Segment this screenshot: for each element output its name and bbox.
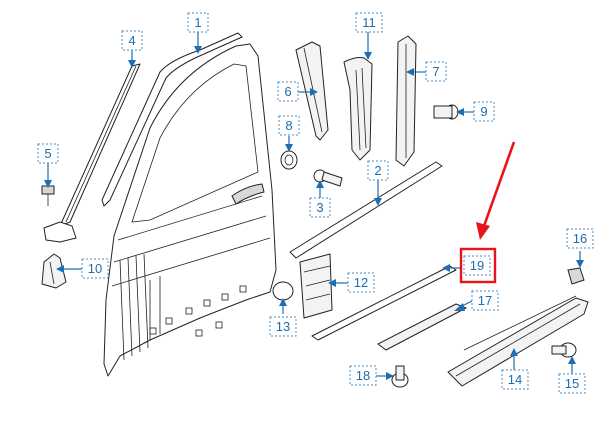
callout-12[interactable]: 12	[347, 272, 375, 293]
callout-15[interactable]: 15	[558, 373, 586, 394]
svg-text:6: 6	[284, 84, 291, 99]
svg-text:13: 13	[276, 319, 290, 334]
callout-4[interactable]: 4	[121, 30, 143, 51]
part-4-pillar-trim[interactable]	[59, 63, 141, 227]
leader-lines	[44, 32, 584, 380]
part-19-strip[interactable]	[311, 265, 457, 341]
svg-text:18: 18	[356, 368, 370, 383]
part-17-lower-trim[interactable]	[377, 303, 467, 351]
callout-13[interactable]: 13	[269, 316, 297, 337]
callout-11[interactable]: 11	[355, 12, 383, 33]
callout-8[interactable]: 8	[278, 115, 300, 136]
svg-text:19: 19	[470, 258, 484, 273]
svg-text:1: 1	[194, 15, 201, 30]
callout-5[interactable]: 5	[37, 143, 59, 164]
part-10-bracket[interactable]	[41, 253, 67, 289]
part-3-bolt[interactable]	[313, 169, 343, 187]
part-2-belt-moulding[interactable]	[289, 161, 443, 259]
part-9-clip[interactable]	[433, 104, 459, 120]
svg-text:7: 7	[432, 64, 439, 79]
svg-text:4: 4	[128, 33, 135, 48]
svg-text:9: 9	[480, 104, 487, 119]
part-15-push-clip[interactable]	[551, 342, 577, 358]
callout-6[interactable]: 6	[277, 81, 299, 102]
svg-text:14: 14	[508, 372, 522, 387]
part-5-bracket[interactable]	[41, 185, 77, 243]
svg-text:15: 15	[565, 376, 579, 391]
door-shell[interactable]	[103, 43, 277, 377]
callout-9[interactable]: 9	[473, 101, 495, 122]
svg-text:3: 3	[316, 200, 323, 215]
svg-text:12: 12	[354, 275, 368, 290]
callout-17[interactable]: 17	[471, 290, 499, 311]
part-8-grommet[interactable]	[280, 150, 298, 170]
svg-text:16: 16	[573, 231, 587, 246]
svg-text:2: 2	[374, 163, 381, 178]
svg-text:17: 17	[478, 293, 492, 308]
part-12-panel[interactable]	[299, 253, 333, 319]
callout-1[interactable]: 1	[187, 12, 209, 33]
callout-14[interactable]: 14	[501, 369, 529, 390]
callout-3[interactable]: 3	[309, 197, 331, 218]
svg-text:10: 10	[88, 261, 102, 276]
callout-2[interactable]: 2	[367, 160, 389, 181]
part-1-door-frame-moulding[interactable]	[101, 32, 243, 207]
part-14-sill-moulding[interactable]	[447, 295, 589, 387]
callout-7[interactable]: 7	[425, 61, 447, 82]
part-11-pillar-seal[interactable]	[343, 57, 373, 161]
highlight-arrow	[476, 141, 516, 240]
callout-19-highlighted[interactable]: 19	[459, 247, 497, 284]
svg-text:11: 11	[362, 15, 376, 30]
part-13-cap[interactable]	[272, 281, 294, 301]
part-18-fastener[interactable]	[391, 365, 409, 388]
svg-text:5: 5	[44, 146, 51, 161]
part-7-pillar-trim[interactable]	[395, 35, 417, 167]
callout-18[interactable]: 18	[349, 365, 377, 386]
part-16-clip[interactable]	[567, 267, 585, 285]
callout-16[interactable]: 16	[566, 228, 594, 249]
svg-text:8: 8	[285, 118, 292, 133]
callout-10[interactable]: 10	[81, 258, 109, 279]
